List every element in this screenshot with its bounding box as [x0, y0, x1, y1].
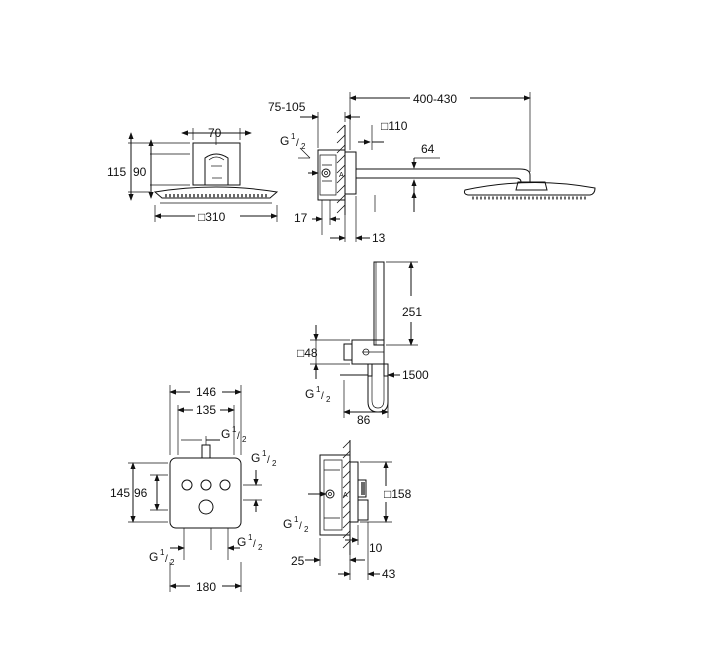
dim-13: 13	[372, 231, 386, 245]
svg-text:G: G	[280, 134, 289, 148]
thermostat-knob-icon	[198, 499, 214, 515]
dim-251: 251	[402, 305, 422, 319]
svg-text:/: /	[165, 554, 168, 565]
dim-310: □310	[198, 210, 226, 224]
shower-arm-side-view: A 75-105 400-430	[268, 92, 596, 245]
svg-text:G: G	[149, 550, 158, 564]
svg-text:1: 1	[232, 425, 237, 434]
dim-17: 17	[294, 211, 308, 225]
svg-text:2: 2	[301, 142, 306, 151]
wall-hatch-2	[342, 440, 351, 549]
svg-text:1: 1	[262, 449, 267, 458]
dim-145: 145	[110, 486, 130, 500]
svg-text:1: 1	[248, 533, 253, 542]
thermostat-side-view: A □158 G 1 / 2 25 10 43	[283, 440, 412, 581]
dim-1500: 1500	[402, 368, 429, 382]
wall-hatch	[336, 124, 346, 214]
svg-text:2: 2	[170, 558, 175, 567]
thread-label-top-2: G 1 / 2	[251, 449, 277, 468]
svg-text:2: 2	[242, 435, 247, 444]
svg-text:/: /	[296, 138, 299, 149]
svg-text:1: 1	[294, 515, 299, 524]
thread-label-bottom-left: G 1 / 2	[149, 548, 175, 567]
svg-text:1: 1	[316, 385, 321, 394]
svg-text:1: 1	[160, 548, 165, 557]
hand-shower-view: 251 □48 1500 G 1 / 2 86	[297, 261, 429, 427]
thread-label-top-1: G 1 / 2	[221, 425, 247, 444]
thread-label-middle: G 1 / 2	[305, 385, 331, 404]
svg-text:/: /	[267, 455, 270, 466]
dim-400-430: 400-430	[413, 92, 457, 106]
dim-25: 25	[291, 554, 305, 568]
svg-text:G: G	[305, 387, 314, 401]
shower-head-front-view: 70 115 90 □310	[107, 126, 279, 224]
dim-110: □110	[381, 119, 408, 133]
dim-180: 180	[196, 580, 216, 594]
dim-158: □158	[384, 487, 412, 501]
svg-text:2: 2	[272, 459, 277, 468]
dim-135: 135	[196, 403, 216, 417]
dim-10: 10	[369, 541, 383, 555]
thermostat-front-view: 146 135 G 1 / 2 G 1 / 2 145 96 G 1 / 2 G…	[110, 385, 277, 594]
thread-label-bottom-right: G 1 / 2	[237, 533, 263, 552]
svg-text:2: 2	[304, 525, 309, 534]
dim-115: 115	[107, 165, 126, 179]
thread-label-side: G 1 / 2	[283, 515, 309, 534]
button-3-icon	[219, 479, 231, 491]
dim-48: □48	[297, 346, 318, 360]
svg-text:G: G	[283, 517, 292, 531]
svg-text:/: /	[237, 431, 240, 442]
dim-43: 43	[382, 567, 396, 581]
svg-text:G: G	[237, 535, 246, 549]
dim-75-105: 75-105	[268, 100, 306, 114]
svg-text:G: G	[251, 451, 260, 465]
svg-text:G: G	[221, 427, 230, 441]
svg-text:/: /	[299, 521, 302, 532]
button-2-icon	[200, 479, 212, 491]
svg-text:/: /	[321, 391, 324, 402]
mark-a: A	[339, 172, 344, 179]
dim-64: 64	[421, 142, 435, 156]
dim-86: 86	[357, 413, 371, 427]
button-1-icon	[181, 479, 193, 491]
dim-70: 70	[208, 126, 222, 140]
dim-90: 90	[133, 165, 147, 179]
thread-label-top: G 1 / 2	[280, 132, 306, 151]
svg-text:2: 2	[326, 395, 331, 404]
dim-146: 146	[196, 385, 216, 399]
svg-text:2: 2	[258, 543, 263, 552]
dim-96: 96	[134, 486, 148, 500]
svg-text:/: /	[253, 539, 256, 550]
svg-text:A: A	[343, 492, 348, 499]
svg-text:1: 1	[291, 132, 296, 141]
